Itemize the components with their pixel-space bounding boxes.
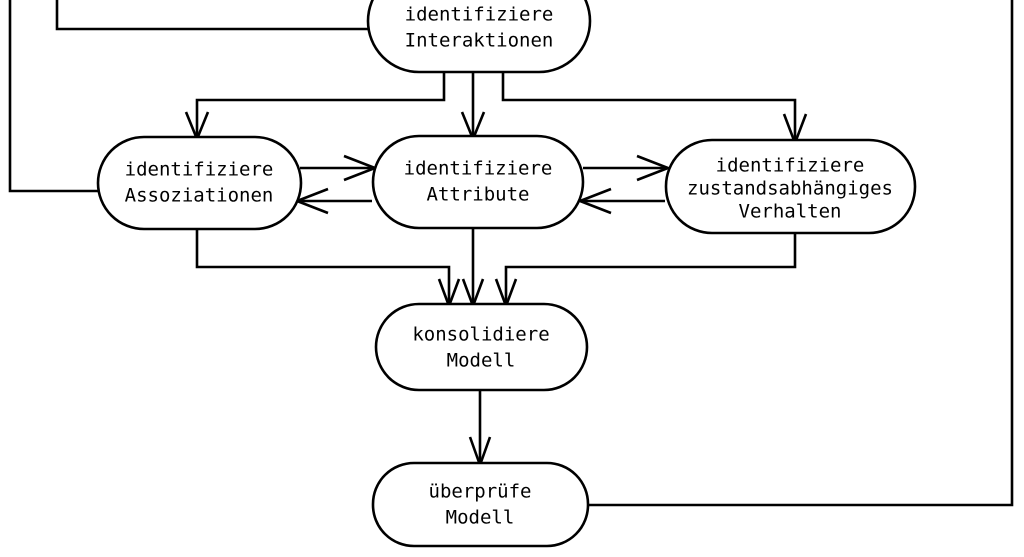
node-assoziationen-shape: [96, 135, 303, 231]
arrowhead-attribute-to-verhalten: [636, 154, 672, 182]
node-ueberpruefe-modell[interactable]: überprüfe Modell: [371, 461, 590, 548]
node-ueberpruefe-line2: Modell: [446, 507, 515, 529]
node-identifiziere-assoziationen[interactable]: identifiziere Assoziationen: [96, 135, 303, 231]
node-attribute-shape: [371, 134, 585, 230]
edge-interaktionen-to-assoziationen: [195, 72, 446, 136]
node-verhalten-line1: identifiziere: [716, 155, 865, 177]
node-attribute-line1: identifiziere: [404, 158, 553, 180]
node-konsolidiere-line1: konsolidiere: [412, 324, 549, 346]
node-identifiziere-attribute[interactable]: identifiziere Attribute: [371, 134, 585, 230]
node-interaktionen-shape: [366, 0, 592, 74]
node-interaktionen-line2: Interaktionen: [405, 30, 554, 52]
node-assoziationen-line1: identifiziere: [125, 159, 274, 181]
node-interaktionen-line1: identifiziere: [405, 4, 554, 26]
edges-layer: [8, 0, 1014, 507]
node-konsolidiere-shape: [374, 302, 589, 392]
node-attribute-line2: Attribute: [427, 184, 530, 206]
edge-assoziationen-to-konsolidiere: [195, 229, 451, 303]
node-ueberpruefe-shape: [371, 461, 590, 548]
node-konsolidiere-modell[interactable]: konsolidiere Modell: [374, 302, 589, 392]
node-verhalten-line3: Verhalten: [739, 201, 842, 223]
edge-interaktionen-to-verhalten: [501, 72, 797, 140]
node-konsolidiere-line2: Modell: [447, 350, 516, 372]
edge-feedback-top-to-interaktionen: [55, 0, 370, 31]
edge-ueberpruefe-feedback-right: [588, 0, 1014, 507]
node-identifiziere-zustandsabhaengiges-verhalten[interactable]: identifiziere zustandsabhängiges Verhalt…: [664, 138, 917, 235]
edge-verhalten-to-konsolidiere: [504, 233, 797, 303]
edge-feedback-left-to-assoziationen: [8, 0, 99, 193]
node-ueberpruefe-line1: überprüfe: [429, 481, 532, 503]
node-verhalten-shape: [664, 138, 917, 235]
node-identifiziere-interaktionen[interactable]: identifiziere Interaktionen: [366, 0, 592, 74]
node-assoziationen-line2: Assoziationen: [125, 185, 274, 207]
node-verhalten-line2: zustandsabhängiges: [687, 178, 893, 200]
